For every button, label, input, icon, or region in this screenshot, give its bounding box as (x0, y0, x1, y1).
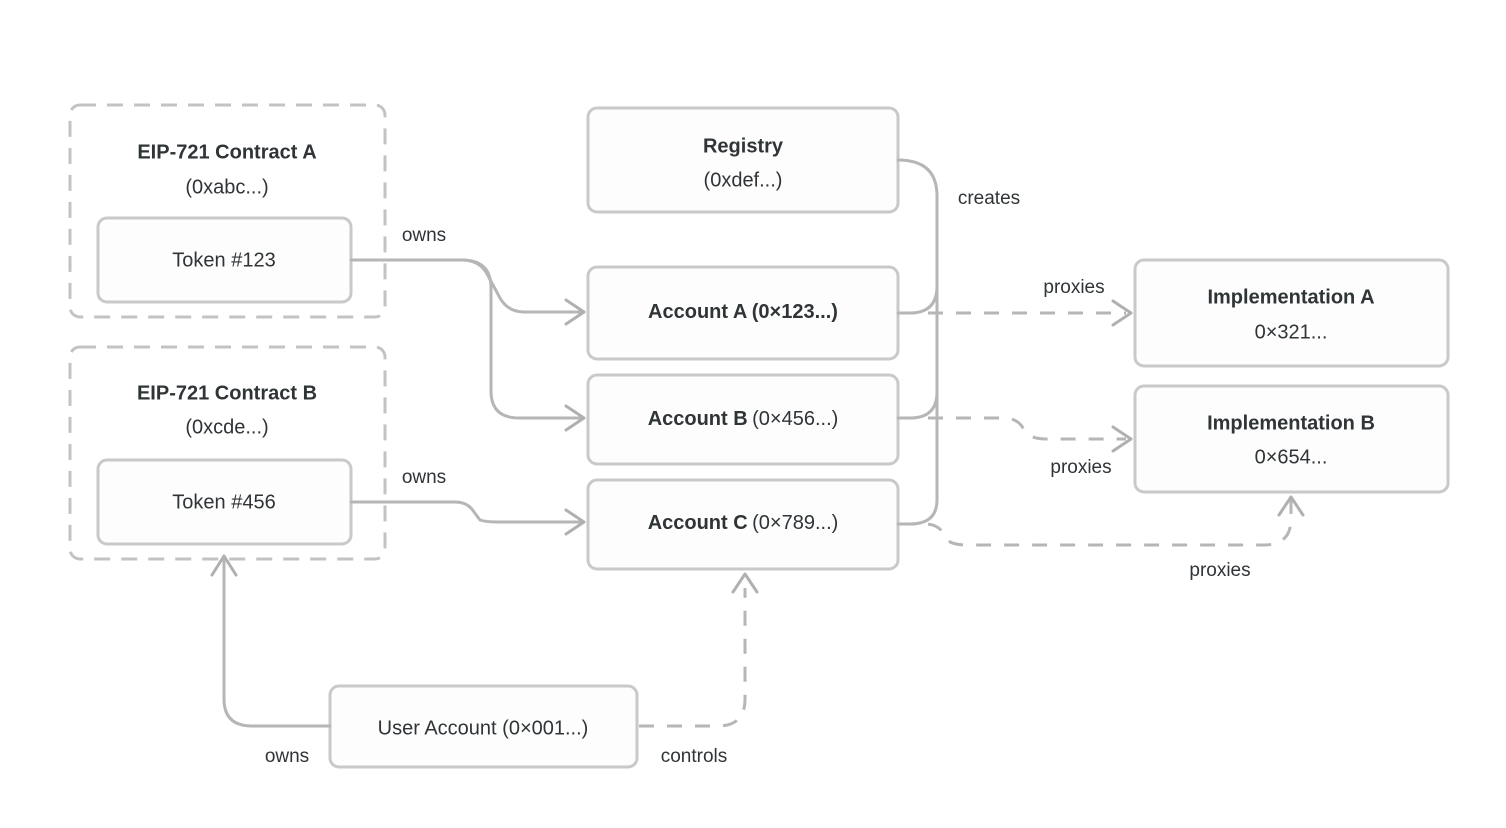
edge-token123-owns-account-a-arrowhead (564, 298, 586, 326)
edge-user-owns-token456: owns (210, 554, 332, 767)
edge-registry-creates-branch-b (896, 390, 939, 420)
node-account-a-address: (0×123...) (752, 301, 838, 323)
edge-token123-owns-account-b (460, 258, 586, 432)
edge-token123-owns-account-b-path (460, 258, 582, 420)
edge-account-a-proxies-arrowhead (1111, 299, 1133, 327)
edge-label-proxies-b: proxies (1050, 457, 1111, 478)
node-account-a[interactable]: Account A (0×123...) (586, 265, 900, 361)
node-token-456-label: Token #456 (172, 491, 275, 513)
node-account-c[interactable]: Account C (0×789...) (586, 478, 900, 571)
group-contract-a-title: EIP-721 Contract A (137, 141, 316, 163)
node-registry[interactable]: Registry (0xdef...) (586, 106, 900, 214)
node-registry-title: Registry (703, 135, 784, 157)
node-implementation-a-address: 0×321... (1255, 321, 1328, 343)
group-contract-b-title: EIP-721 Contract B (137, 382, 317, 404)
edge-label-owns-token123: owns (402, 225, 446, 246)
edge-user-controls-account-c-path (639, 588, 747, 728)
edge-token123-owns-account-b-arrowhead (564, 404, 586, 432)
edge-label-owns-user: owns (265, 746, 309, 767)
node-account-c-title: Account C (648, 512, 748, 534)
edge-label-proxies-c: proxies (1189, 560, 1250, 581)
group-contract-a[interactable]: EIP-721 Contract A (0xabc...) Token #123 (68, 103, 387, 319)
node-account-a-title: Account A (648, 301, 747, 323)
node-account-c-address: (0×789...) (752, 512, 838, 534)
node-token-123-label: Token #123 (172, 249, 275, 271)
node-registry-address: (0xdef...) (704, 169, 783, 191)
node-account-a-label: Account A (0×123...) (648, 301, 838, 323)
node-implementation-b-address: 0×654... (1255, 446, 1328, 468)
edge-token456-owns-account-c-path (349, 500, 582, 524)
node-registry-box (586, 106, 900, 214)
edge-registry-creates-trunk (896, 158, 939, 526)
group-contract-b-address: (0xcde...) (185, 416, 268, 438)
edge-user-owns-token456-arrowhead (210, 554, 238, 577)
edge-account-c-proxies-impl-b: proxies (900, 495, 1305, 581)
edge-user-owns-token456-path (222, 558, 332, 728)
edge-label-proxies-a: proxies (1043, 277, 1104, 298)
node-implementation-b-box (1133, 384, 1450, 494)
node-token-456[interactable]: Token #456 (96, 458, 353, 546)
node-implementation-a-box (1133, 258, 1450, 368)
edge-account-b-proxies-path (900, 416, 1126, 441)
node-token-123[interactable]: Token #123 (96, 216, 353, 304)
edge-account-b-proxies-impl-b: proxies (900, 416, 1133, 478)
group-contract-b[interactable]: EIP-721 Contract B (0xcde...) Token #456 (68, 345, 387, 561)
node-account-b-label: Account B (0×456...) (648, 408, 839, 430)
edge-user-controls-account-c: controls (639, 572, 759, 767)
edge-account-a-proxies-impl-a: proxies (900, 277, 1133, 327)
edge-token456-owns-account-c: owns (349, 467, 586, 536)
node-account-b-address: (0×456...) (752, 408, 838, 430)
edge-account-b-proxies-arrowhead (1111, 425, 1133, 453)
edge-label-controls: controls (661, 746, 728, 767)
edge-account-c-proxies-arrowhead (1277, 495, 1305, 517)
node-implementation-a[interactable]: Implementation A 0×321... (1133, 258, 1450, 368)
node-implementation-b-title: Implementation B (1207, 412, 1375, 434)
edge-user-controls-account-c-arrowhead (731, 572, 759, 594)
node-account-c-label: Account C (0×789...) (648, 512, 839, 534)
edge-label-creates: creates (958, 188, 1020, 209)
node-implementation-b[interactable]: Implementation B 0×654... (1133, 384, 1450, 494)
node-user-account-label: User Account (0×001...) (378, 717, 589, 739)
edge-registry-creates-accounts: creates (896, 158, 1020, 526)
group-contract-a-border (68, 103, 387, 319)
edge-token456-owns-account-c-arrowhead (564, 508, 586, 536)
group-contract-b-border (68, 345, 387, 561)
edge-account-c-proxies-path (900, 500, 1293, 547)
edge-label-owns-token456: owns (402, 467, 446, 488)
node-account-b[interactable]: Account B (0×456...) (586, 373, 900, 466)
group-contract-a-address: (0xabc...) (185, 176, 268, 198)
node-implementation-a-title: Implementation A (1207, 286, 1374, 308)
node-user-account[interactable]: User Account (0×001...) (328, 684, 639, 769)
node-account-b-title: Account B (648, 408, 748, 430)
edge-registry-creates-branch-a (896, 284, 939, 315)
